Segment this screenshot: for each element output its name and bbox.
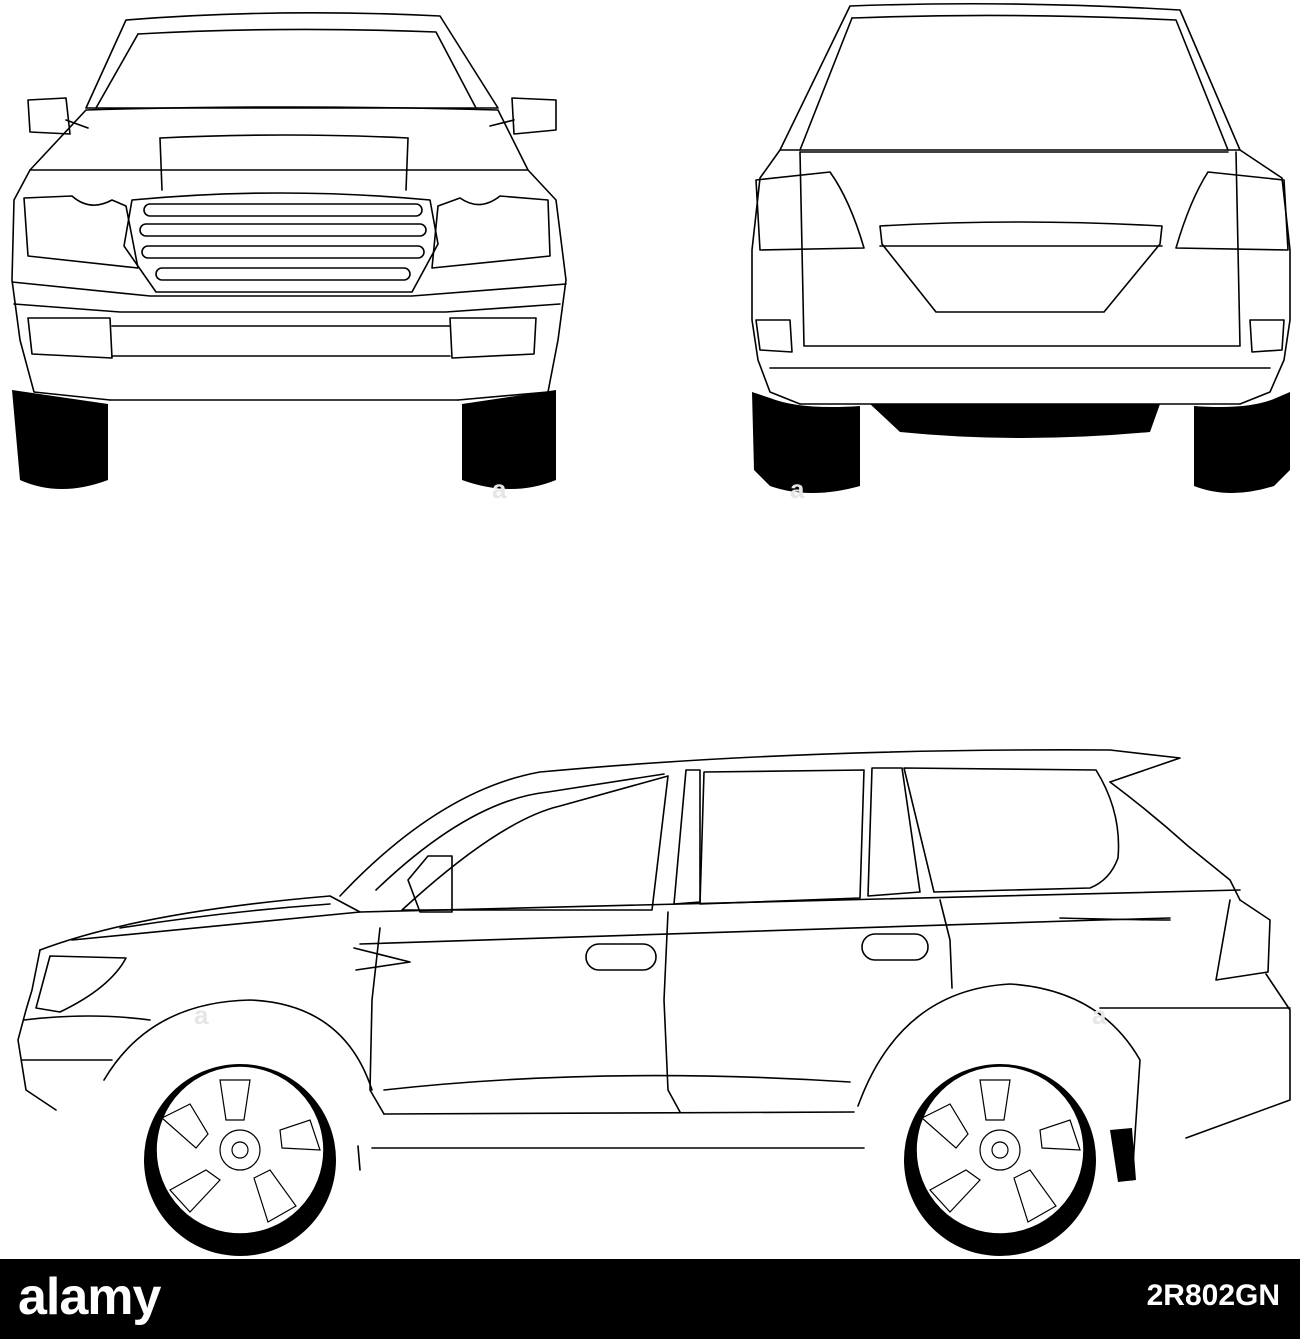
brand-logo[interactable]: alamy: [18, 1268, 161, 1326]
rear-view: [751, 2, 1291, 493]
watermark-mark: a: [790, 474, 805, 504]
image-code: 2R802GN: [1146, 1279, 1280, 1312]
side-view: [17, 749, 1291, 1256]
watermark-mark: a: [194, 1000, 209, 1030]
watermark-mark: a: [492, 474, 507, 504]
watermark-mark: a: [1092, 1000, 1107, 1030]
suv-line-drawing: [11, 2, 1291, 1256]
front-view: [11, 12, 567, 489]
footer-bar: alamy 2R802GN: [0, 1259, 1300, 1339]
